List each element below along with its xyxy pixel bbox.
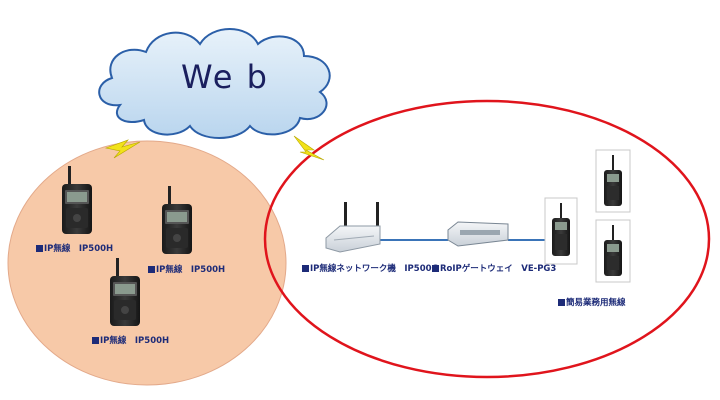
business-radio-1-icon <box>544 197 578 265</box>
web-cloud <box>98 28 331 139</box>
web-cloud-label: We b <box>181 58 269 96</box>
ve-pg3-label: RoIPゲートウェイ VE-PG3 <box>432 264 556 274</box>
ve-pg3-gateway-icon <box>447 221 509 247</box>
ip-radio-zone <box>7 140 287 386</box>
business-radio-3-icon <box>595 219 631 283</box>
ip500h-radio-3-icon <box>110 258 140 326</box>
local-network-zone <box>263 99 711 379</box>
ip500h-label-3: IP無線 IP500H <box>92 336 169 346</box>
ip500h-label-1: IP無線 IP500H <box>36 244 113 254</box>
ip500g-label: IP無線ネットワーク機 IP500G <box>302 264 439 274</box>
ip500g-access-point-icon <box>325 202 381 253</box>
wireless-link-right-icon <box>293 135 325 161</box>
business-radio-label: 簡易業務用無線 <box>558 298 626 308</box>
wireless-link-left-icon <box>104 139 141 159</box>
ip500h-radio-1-icon <box>62 166 92 234</box>
business-radio-2-icon <box>595 149 631 213</box>
ip500h-radio-2-icon <box>162 186 192 254</box>
ip500h-label-2: IP無線 IP500H <box>148 265 225 275</box>
